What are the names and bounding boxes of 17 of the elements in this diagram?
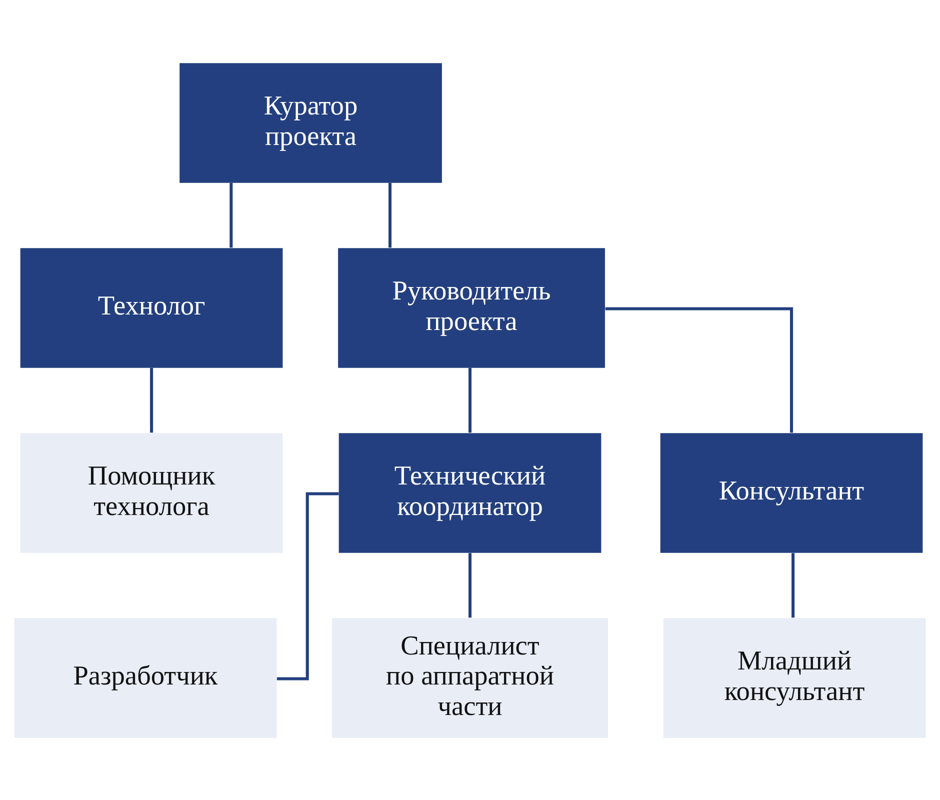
connector xyxy=(468,368,472,432)
connector xyxy=(388,182,392,248)
connector xyxy=(792,552,795,618)
node-box: Руководитель проекта xyxy=(338,248,605,368)
connector xyxy=(276,492,339,680)
connector xyxy=(150,368,154,432)
node-box: Младший консультант xyxy=(663,618,926,738)
node-box: Разработчик xyxy=(14,618,277,738)
node-box: Помощник технолога xyxy=(20,432,283,552)
node-box: Куратор проекта xyxy=(180,62,442,182)
node-box: Специалист по аппаратной части xyxy=(332,618,608,738)
connector xyxy=(605,306,794,432)
connector xyxy=(468,552,472,618)
node-box: Технолог xyxy=(20,248,283,368)
node-box: Консультант xyxy=(660,432,923,552)
connector xyxy=(230,182,233,248)
node-box: Технический координатор xyxy=(338,432,602,552)
